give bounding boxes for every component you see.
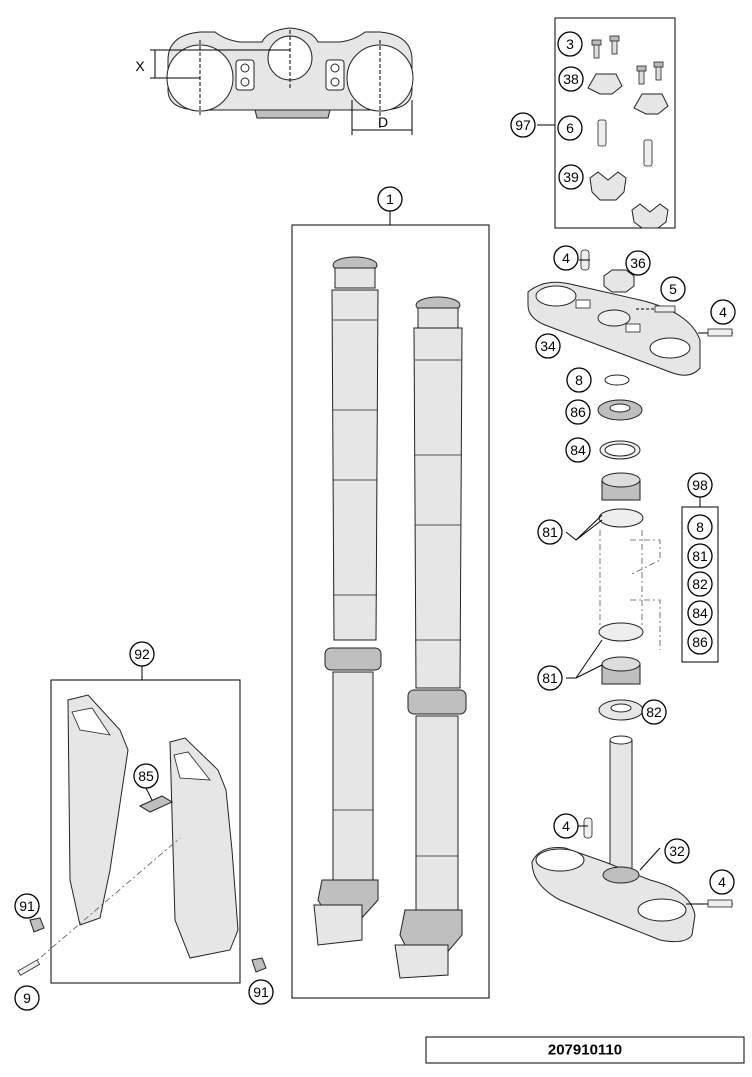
- callout-5[interactable]: 5: [660, 276, 686, 302]
- svg-text:86: 86: [570, 404, 586, 420]
- callout-81-lower[interactable]: 81: [537, 665, 563, 691]
- svg-text:38: 38: [563, 71, 579, 87]
- callout-98-8[interactable]: 8: [687, 514, 713, 540]
- svg-text:39: 39: [563, 169, 579, 185]
- callout-34[interactable]: 34: [535, 333, 561, 359]
- callout-98-81[interactable]: 81: [687, 543, 713, 569]
- svg-text:91: 91: [19, 898, 35, 914]
- svg-text:4: 4: [562, 818, 570, 834]
- svg-text:8: 8: [696, 519, 704, 535]
- callout-3[interactable]: 3: [557, 31, 583, 57]
- svg-text:84: 84: [692, 605, 708, 621]
- svg-text:82: 82: [646, 704, 662, 720]
- svg-text:32: 32: [669, 843, 685, 859]
- clamp-bolts-6: [597, 119, 653, 167]
- svg-text:36: 36: [630, 255, 646, 271]
- callout-85[interactable]: 85: [133, 763, 159, 789]
- upper-triple-clamp: [527, 281, 701, 376]
- clamp-39: [589, 171, 669, 229]
- callout-4-upper-right[interactable]: 4: [710, 299, 736, 325]
- ring-84: [599, 440, 641, 460]
- svg-text:81: 81: [542, 524, 558, 540]
- left-fork-leg: [313, 256, 382, 946]
- callout-86[interactable]: 86: [565, 399, 591, 425]
- right-fork-guard: [169, 737, 239, 959]
- callout-81-upper[interactable]: 81: [537, 519, 563, 545]
- fork-guard-kit-frame: [50, 679, 241, 984]
- svg-text:34: 34: [540, 338, 556, 354]
- lower-seal-82: [598, 699, 644, 721]
- callout-6[interactable]: 6: [557, 115, 583, 141]
- callout-91-right[interactable]: 91: [248, 979, 274, 1005]
- svg-text:98: 98: [692, 477, 708, 493]
- svg-text:86: 86: [692, 634, 708, 650]
- o-ring-8: [604, 374, 630, 386]
- right-fork-leg: [394, 296, 467, 979]
- diagram-id: 207910110: [548, 1042, 622, 1059]
- callout-98-82[interactable]: 82: [687, 571, 713, 597]
- svg-text:9: 9: [23, 990, 31, 1006]
- cable-guide-85: [138, 795, 174, 813]
- svg-text:6: 6: [566, 120, 574, 136]
- svg-text:4: 4: [719, 304, 727, 320]
- svg-text:5: 5: [669, 281, 677, 297]
- dimension-x-label: X: [135, 58, 145, 74]
- clamp-bolts-3: [591, 35, 664, 85]
- svg-text:97: 97: [515, 117, 531, 133]
- callout-9[interactable]: 9: [14, 985, 40, 1011]
- head-tube-outline: [598, 508, 661, 650]
- clamp-38: [587, 73, 669, 115]
- seal-86: [597, 399, 643, 421]
- screw-91-left-part: [29, 917, 45, 933]
- svg-text:92: 92: [134, 646, 150, 662]
- callout-4-upper[interactable]: 4: [553, 245, 579, 271]
- lower-bearing-81: [601, 656, 641, 685]
- svg-text:81: 81: [542, 670, 558, 686]
- callout-98-86[interactable]: 86: [687, 629, 713, 655]
- callout-38[interactable]: 38: [558, 66, 584, 92]
- svg-text:84: 84: [570, 442, 586, 458]
- kit-97-frame: [554, 17, 676, 229]
- callout-4-lower-left[interactable]: 4: [553, 813, 579, 839]
- lower-triple-clamp: [531, 735, 696, 943]
- screw-91-right-part: [251, 957, 267, 973]
- callout-98[interactable]: 98: [687, 472, 713, 498]
- svg-text:4: 4: [562, 250, 570, 266]
- callout-82[interactable]: 82: [641, 699, 667, 725]
- callout-8[interactable]: 8: [566, 367, 592, 393]
- upper-bearing-81: [601, 472, 641, 501]
- callout-32[interactable]: 32: [664, 838, 690, 864]
- svg-text:85: 85: [138, 768, 154, 784]
- callout-39[interactable]: 39: [558, 164, 584, 190]
- callout-92[interactable]: 92: [129, 641, 155, 667]
- dimension-d-label: D: [378, 114, 388, 130]
- lower-screw-4-left: [583, 817, 593, 839]
- svg-text:3: 3: [566, 36, 574, 52]
- triple-clamp-top-view: [150, 27, 414, 135]
- callout-4-lower-right[interactable]: 4: [709, 869, 735, 895]
- svg-text:4: 4: [718, 874, 726, 890]
- callout-1[interactable]: 1: [377, 186, 403, 212]
- callout-84[interactable]: 84: [565, 437, 591, 463]
- left-fork-guard: [67, 694, 129, 926]
- svg-text:1: 1: [386, 191, 394, 207]
- screw-9-part: [17, 959, 41, 976]
- svg-text:82: 82: [692, 576, 708, 592]
- top-nut-36: [603, 269, 635, 293]
- svg-text:8: 8: [575, 372, 583, 388]
- svg-text:91: 91: [253, 984, 269, 1000]
- callout-36[interactable]: 36: [625, 250, 651, 276]
- callout-97[interactable]: 97: [510, 112, 536, 138]
- callout-91-left[interactable]: 91: [14, 893, 40, 919]
- svg-text:81: 81: [692, 548, 708, 564]
- callout-98-84[interactable]: 84: [687, 600, 713, 626]
- diagram-id-box: [425, 1036, 745, 1064]
